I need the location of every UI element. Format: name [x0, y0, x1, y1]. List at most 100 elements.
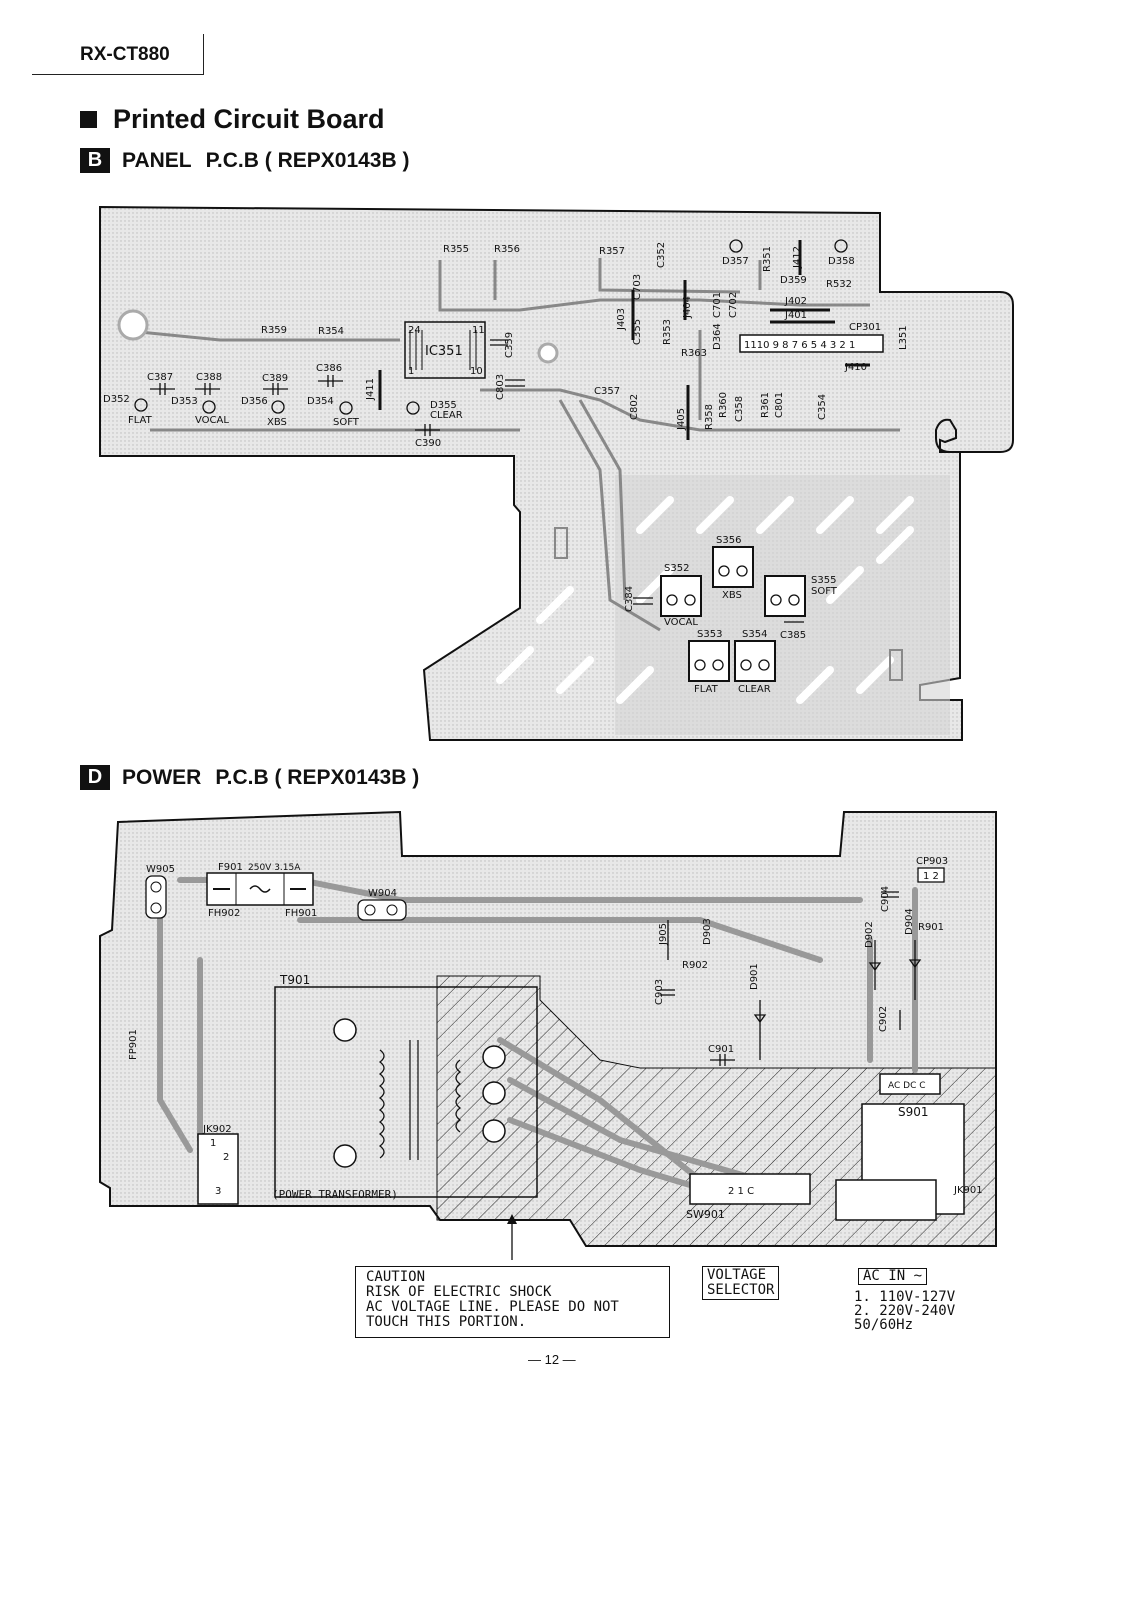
label-d352: D352	[103, 394, 130, 405]
section-board-name: PANEL	[122, 148, 192, 172]
label-s352: S352	[664, 563, 689, 574]
label-w904: W904	[368, 888, 397, 899]
model-number: RX-CT880	[80, 44, 170, 65]
label-d355: D355	[430, 400, 457, 411]
voltage-selector-box: VOLTAGE SELECTOR	[702, 1266, 780, 1300]
label-d902: D902	[864, 921, 875, 948]
label-s356: S356	[716, 535, 741, 546]
label-j411: J411	[365, 378, 376, 401]
label-r901: R901	[918, 922, 944, 933]
label-c386: C386	[316, 363, 342, 374]
ic-pin11: 11	[472, 325, 485, 336]
label-cp301: CP301	[849, 322, 881, 333]
label-r359: R359	[261, 325, 287, 336]
ic-pin24: 24	[408, 325, 421, 336]
label-ic351: IC351	[425, 344, 463, 359]
s901-switch	[879, 1073, 941, 1095]
mount-hole-icon	[117, 309, 149, 341]
label-sw-vocal: VOCAL	[664, 617, 698, 628]
sw901-pins: 2 1 C	[728, 1186, 754, 1197]
switch-s353	[688, 640, 730, 682]
label-j401: J401	[784, 310, 807, 321]
label-d904: D904	[904, 908, 915, 935]
label-c390: C390	[415, 438, 441, 449]
label-c902: C902	[878, 1006, 889, 1032]
jk902-pin1: 1	[210, 1138, 216, 1149]
label-r356: R356	[494, 244, 520, 255]
ac-in-box: AC IN ~	[858, 1268, 928, 1285]
label-d353: D353	[171, 396, 198, 407]
label-s353: S353	[697, 629, 722, 640]
section-pcb-id: P.C.B ( REPX0143B )	[205, 148, 410, 172]
label-r360: R360	[718, 392, 729, 418]
high-voltage-hatch	[436, 975, 997, 1247]
label-f901: F901	[218, 862, 243, 873]
label-jk902: JK902	[202, 1124, 232, 1135]
jk902-jack	[197, 1133, 239, 1205]
label-r354: R354	[318, 326, 344, 337]
bullet-square-icon	[80, 111, 97, 128]
jk902-pin2: 2	[223, 1152, 229, 1163]
label-d358: D358	[828, 256, 855, 267]
model-rule-divider	[203, 34, 204, 75]
label-j905: J905	[658, 923, 669, 946]
label-s354: S354	[742, 629, 767, 640]
section-badge-d: D	[80, 765, 110, 790]
panel-pcb: R355 R356 R357 C352 D357 R351 J412 D358 …	[99, 205, 1014, 741]
label-s355: S355	[811, 575, 836, 586]
label-vocal: VOCAL	[195, 415, 229, 426]
label-c903: C903	[654, 979, 665, 1005]
label-c901: C901	[708, 1044, 734, 1055]
label-fh902: FH902	[208, 908, 240, 919]
label-c357: C357	[594, 386, 620, 397]
label-sw-clear: CLEAR	[738, 684, 771, 695]
label-c352: C352	[656, 242, 667, 268]
switch-s352	[660, 575, 702, 617]
label-r532: R532	[826, 279, 852, 290]
label-clear: CLEAR	[430, 410, 463, 421]
label-r353: R353	[662, 319, 673, 345]
switch-s356	[712, 546, 754, 588]
label-d357: D357	[722, 256, 749, 267]
model-rule	[32, 74, 204, 75]
label-c801: C801	[774, 392, 785, 418]
label-l351: L351	[898, 325, 909, 350]
label-c358: C358	[734, 396, 745, 422]
cp301-connector	[739, 334, 884, 353]
label-c384: C384	[624, 586, 635, 612]
switch-s354	[734, 640, 776, 682]
sw901-selector	[689, 1173, 811, 1205]
caution-box: CAUTION RISK OF ELECTRIC SHOCK AC VOLTAG…	[355, 1266, 670, 1338]
label-r358: R358	[704, 404, 715, 430]
label-soft: SOFT	[333, 417, 360, 428]
ac-voltage-list: 1. 110V-127V 2. 220V-240V 50/60Hz	[854, 1289, 956, 1333]
label-d359: D359	[780, 275, 807, 286]
label-r357: R357	[599, 246, 625, 257]
section-badge-b: B	[80, 148, 110, 173]
page-number: — 12 —	[528, 1352, 576, 1367]
power-pcb: W905 F901 250V 3.15A FH902 FH901 W904 CP…	[99, 810, 997, 1260]
ic-pin1: 1	[408, 366, 414, 377]
label-c701: C701	[712, 292, 723, 318]
label-jk901: JK901	[953, 1185, 983, 1196]
ic351-outline	[404, 321, 486, 379]
label-d354: D354	[307, 396, 334, 407]
jk902-pin3: 3	[215, 1186, 221, 1197]
label-sw-flat: FLAT	[694, 684, 719, 695]
section-pcb-id: P.C.B ( REPX0143B )	[215, 765, 420, 789]
transformer-outline	[274, 986, 538, 1198]
label-fh901: FH901	[285, 908, 317, 919]
ic-pin10: 10	[470, 366, 483, 377]
label-r363: R363	[681, 348, 707, 359]
label-r361: R361	[760, 392, 771, 418]
label-d364: D364	[712, 323, 723, 350]
page-title-text: Printed Circuit Board	[113, 104, 385, 134]
label-d901: D901	[749, 963, 760, 990]
section-heading-power: D POWER P.C.B ( REPX0143B )	[80, 765, 419, 790]
label-sw-soft: SOFT	[811, 586, 838, 597]
label-s901: S901	[898, 1105, 929, 1119]
label-r355: R355	[443, 244, 469, 255]
label-w905: W905	[146, 864, 175, 875]
label-c702: C702	[728, 292, 739, 318]
